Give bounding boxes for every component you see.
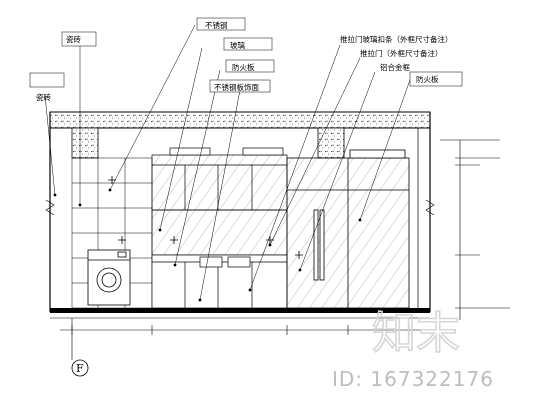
dimension-line-right xyxy=(440,139,510,320)
watermark-id: ID: 167322176 xyxy=(332,367,494,391)
upper-cabinets xyxy=(151,147,288,211)
labels: 瓷砖 瓷砖 不锈钢 玻璃 防火板 不锈钢板饰面 推拉门玻璃扣条（外框尺寸备注） … xyxy=(36,20,453,102)
backsplash-glass xyxy=(151,209,288,256)
grid-axis-marker: F xyxy=(71,359,89,377)
base-cabinets xyxy=(151,254,288,309)
dimension-line-bottom xyxy=(60,318,430,360)
label-wall-tile-top: 瓷砖 xyxy=(66,34,81,44)
sliding-glass-doors xyxy=(286,149,410,309)
label-door-spec-2: 推拉门（外框尺寸备注） xyxy=(360,48,443,58)
label-stainless-steel: 不锈钢 xyxy=(205,20,228,30)
label-glass: 玻璃 xyxy=(230,40,245,50)
leader-lines xyxy=(44,24,411,302)
label-door-spec-1: 推拉门玻璃扣条（外框尺寸备注） xyxy=(340,34,453,44)
label-boxes xyxy=(29,17,463,93)
grid-axis-label: F xyxy=(76,362,84,375)
label-door-spec-3: 铝合金框 xyxy=(380,62,410,72)
washing-machine xyxy=(87,249,131,306)
watermark: 知末 ID: 167322176 xyxy=(332,307,494,391)
socket-symbols xyxy=(108,176,303,259)
ceiling-slab xyxy=(45,111,435,312)
watermark-logo: 知末 xyxy=(372,308,460,359)
label-wall-tile-left: 瓷砖 xyxy=(36,92,51,102)
label-laminate-right: 防火板 xyxy=(416,74,439,84)
floor-line xyxy=(50,308,430,319)
label-laminate: 防火板 xyxy=(232,62,255,72)
label-stainless-trim: 不锈钢板饰面 xyxy=(214,82,259,92)
